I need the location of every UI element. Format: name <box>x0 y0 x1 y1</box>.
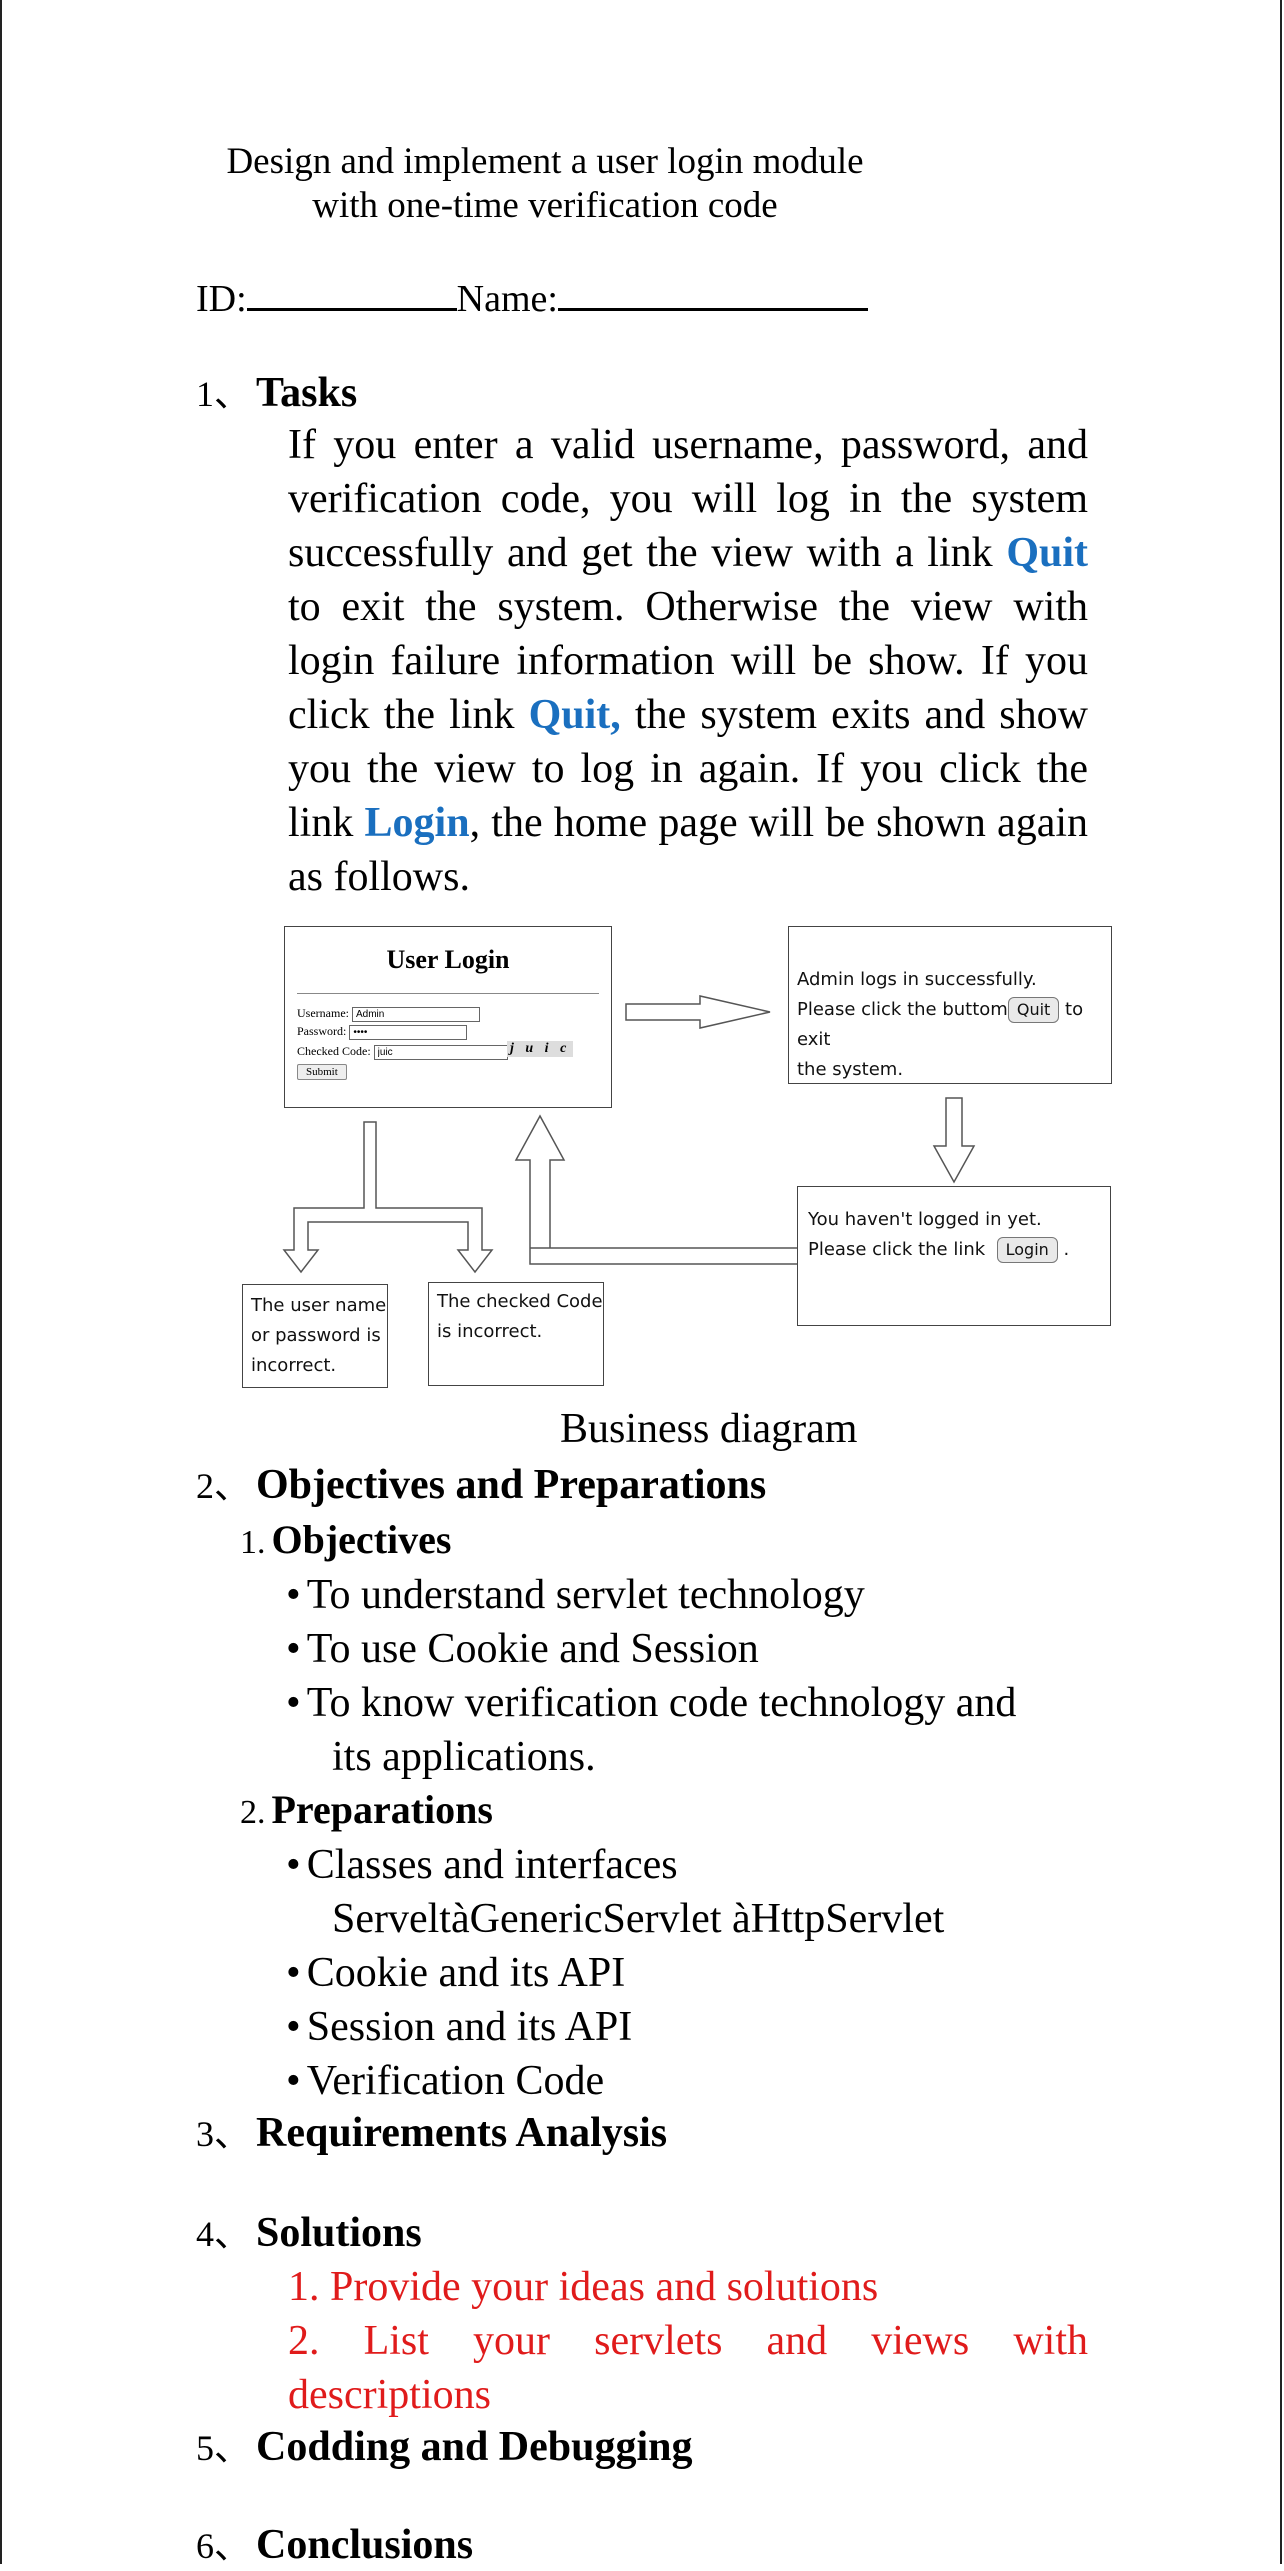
section-heading-solutions: 4、Solutions <box>196 2208 422 2259</box>
error-line: The user name <box>251 1295 387 1316</box>
subsection-number: 2. <box>240 1794 266 1831</box>
list-item: •Session and its API <box>286 2004 633 2050</box>
id-label: ID: <box>196 278 247 320</box>
section-number: 2、 <box>196 1466 251 1506</box>
section-title: Conclusions <box>256 2522 474 2568</box>
tasks-paragraph: If you enter a valid username, password,… <box>288 418 1088 904</box>
arrow-down <box>932 1097 976 1184</box>
list-item: •To understand servlet technology <box>286 1572 865 1618</box>
password-row: Password: <box>297 1023 468 1040</box>
section-heading-conclusions: 6、Conclusions <box>196 2520 473 2571</box>
subsection-number: 1. <box>240 1524 266 1561</box>
password-label: Password: <box>297 1024 347 1038</box>
subsection-preparations: 2.Preparations <box>240 1786 493 1837</box>
password-input[interactable] <box>349 1025 468 1040</box>
error-code-box: The checked Code is incorrect. <box>428 1282 604 1386</box>
username-input[interactable] <box>351 1007 480 1022</box>
section-title: Objectives and Preparations <box>256 1462 767 1508</box>
login-form-box: User Login Username: Password: Checked C… <box>284 926 612 1108</box>
captcha-image: j u i c <box>507 1041 574 1057</box>
section-heading-coding: 5、Codding and Debugging <box>196 2422 693 2473</box>
error-user-box: The user name or password is incorrect. <box>242 1284 388 1388</box>
success-line: the system. <box>797 1059 904 1080</box>
login-button[interactable]: Login <box>996 1237 1058 1263</box>
section-title: Codding and Debugging <box>256 2424 693 2470</box>
quit-link-ref: Quit <box>1006 530 1088 576</box>
list-item-continuation: its applications. <box>332 1734 596 1780</box>
arrow-up-to-login <box>514 1114 801 1265</box>
subsection-title: Preparations <box>271 1787 493 1832</box>
submit-button[interactable]: Submit <box>297 1064 347 1080</box>
list-item-continuation: ServeltàGenericServlet àHttpServlet <box>332 1896 945 1942</box>
not-logged-line: You haven't logged in yet. <box>808 1209 1042 1230</box>
solution-item-continuation: descriptions <box>288 2372 491 2418</box>
id-blank[interactable] <box>246 272 457 311</box>
section-heading-objectives: 2、Objectives and Preparations <box>196 1460 766 1511</box>
submit-row: Submit <box>297 1063 347 1080</box>
name-blank[interactable] <box>557 272 868 311</box>
tasks-text: to exit the system. Otherwise the view w… <box>288 584 1088 738</box>
section-number: 5、 <box>196 2428 251 2468</box>
section-heading-tasks: 1、Tasks <box>196 368 357 419</box>
tasks-text: , the home page will be shown again as f… <box>288 800 1088 900</box>
error-line: The checked Code <box>437 1291 603 1312</box>
solution-item: 1. Provide your ideas and solutions <box>288 2264 879 2310</box>
diagram-caption: Business diagram <box>560 1406 858 1452</box>
section-heading-requirements: 3、Requirements Analysis <box>196 2108 667 2159</box>
list-item: •Verification Code <box>286 2058 605 2104</box>
username-label: Username: <box>297 1006 349 1020</box>
code-label: Checked Code: <box>297 1044 371 1058</box>
section-number: 4、 <box>196 2214 251 2254</box>
code-input[interactable] <box>373 1045 508 1060</box>
id-name-line: ID: Name: <box>196 272 868 321</box>
login-form-title: User Login <box>386 945 510 974</box>
error-line: is incorrect. <box>437 1321 543 1342</box>
code-row: Checked Code: <box>297 1043 508 1060</box>
section-number: 6、 <box>196 2526 251 2566</box>
subsection-objectives: 1.Objectives <box>240 1516 451 1567</box>
section-number: 1、 <box>196 374 251 414</box>
list-item: •To use Cookie and Session <box>286 1626 759 1672</box>
divider <box>297 993 599 994</box>
not-logged-line: Please click the link Login . <box>808 1235 1110 1265</box>
username-row: Username: <box>297 1005 480 1022</box>
page-border-right <box>1280 0 1282 2564</box>
quit-link-ref: Quit, <box>528 692 621 738</box>
tasks-text: If you enter a valid username, password,… <box>288 422 1088 576</box>
section-title: Tasks <box>256 370 358 416</box>
list-item: •Cookie and its API <box>286 1950 626 1996</box>
tasks-text: the system exits and show you the view t… <box>288 692 1088 846</box>
diagram-arrows <box>282 995 976 1274</box>
error-line: incorrect. <box>251 1355 337 1376</box>
arrow-branch-errors <box>282 1121 494 1274</box>
document-title: Design and implement a user login module… <box>226 141 864 226</box>
page-border-left <box>0 0 2 2564</box>
arrow-right <box>625 995 771 1029</box>
section-number: 3、 <box>196 2114 251 2154</box>
list-item: •To know verification code technology an… <box>286 1680 1017 1726</box>
section-title: Solutions <box>256 2210 422 2256</box>
section-title: Requirements Analysis <box>256 2110 668 2156</box>
list-item: •Classes and interfaces <box>286 1842 678 1888</box>
success-box: Admin logs in successfully. Please click… <box>788 926 1112 1084</box>
subsection-title: Objectives <box>271 1517 452 1562</box>
solution-item: 2. List your servlets and views with <box>288 2318 1088 2364</box>
success-line: Admin logs in successfully. <box>797 969 1037 990</box>
error-line: or password is <box>251 1325 381 1346</box>
quit-button[interactable]: Quit <box>1007 997 1060 1023</box>
not-logged-box: You haven't logged in yet. Please click … <box>797 1186 1111 1326</box>
name-label: Name: <box>456 278 558 320</box>
login-link-ref: Login <box>364 800 470 846</box>
